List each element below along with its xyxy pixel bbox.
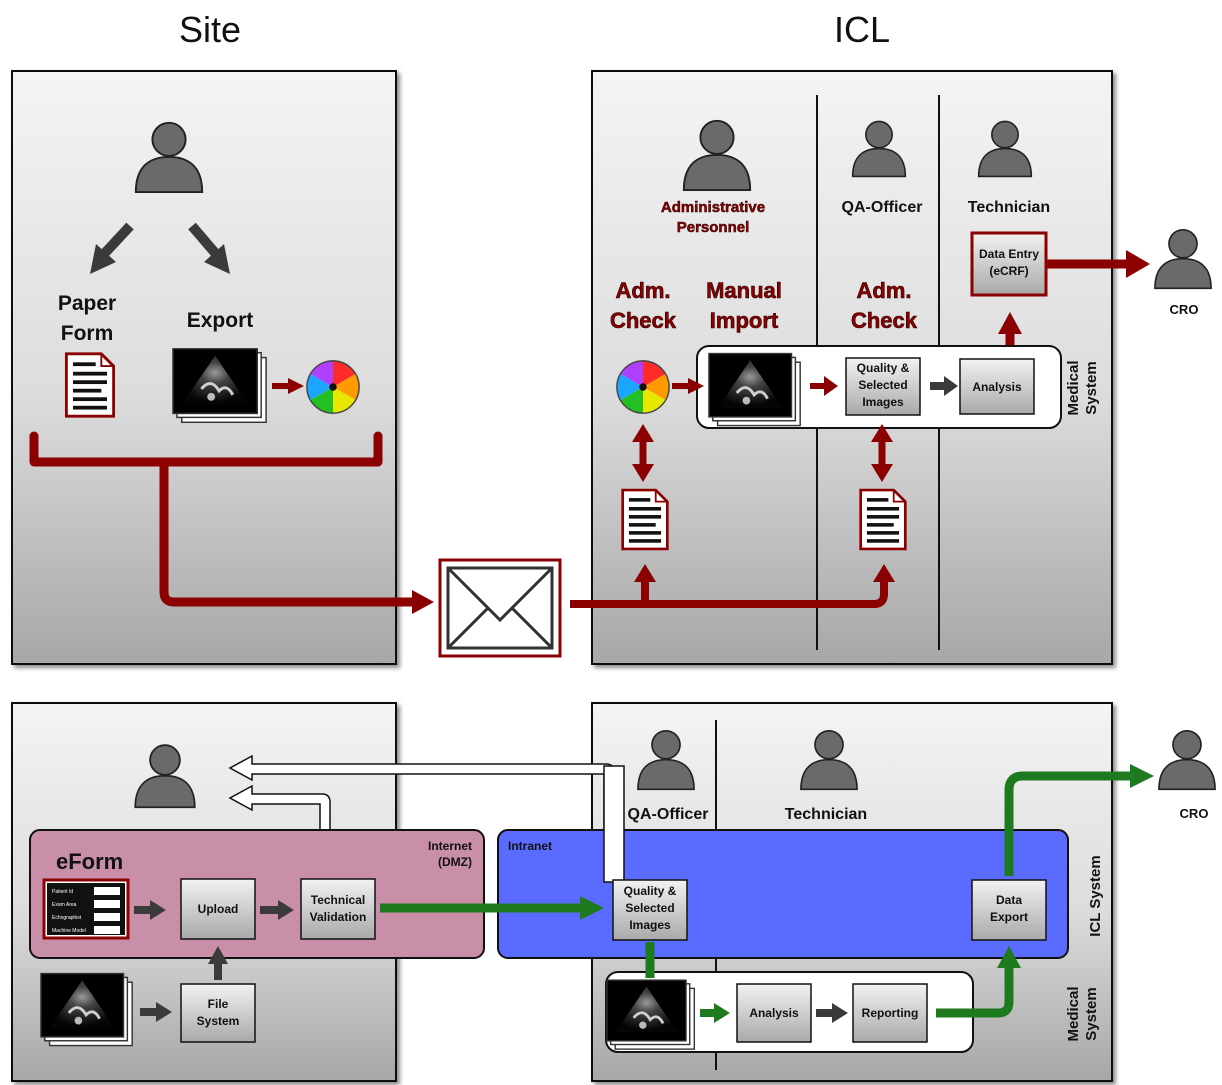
double-arrow-2 [871,424,893,482]
medical-system-label-top-2: System [1083,361,1100,414]
eform-thumbnail: Patient Id Exam Area Echographist Machin… [42,878,130,940]
exported-images-icon [172,347,268,424]
quality-images-top-3: Images [862,395,904,409]
validation-to-quality-arrow [380,896,604,920]
file-system-label-2: System [197,1014,240,1028]
data-export-to-cro-arrow [1004,771,1134,876]
icl-system-label: ICL System [1087,855,1104,936]
medical-system-label-bottom-1: Medical [1065,986,1082,1041]
internet-label-1: Internet [428,839,472,853]
reporting-to-export-arrow [936,966,1014,1018]
split-arrows [90,222,230,274]
to-cro-arrowhead [1130,764,1154,788]
quality-images-box-top [845,357,921,416]
received-disc-icon [616,360,670,414]
medical-system-label-bottom-2: System [1083,987,1100,1040]
export-to-disc-arrow [272,378,304,394]
technical-validation-label-1: Technical [311,893,365,907]
cro-label-bottom: CRO [1180,806,1209,821]
adm-check-2-label-2: Check [851,308,918,333]
site-header: Site [179,9,241,50]
cro-person-icon-bottom [1158,729,1216,791]
analysis-label-bottom: Analysis [749,1006,799,1020]
field-patient-id: Patient Id [52,889,73,895]
admin-personnel-label-1: Administrative [661,199,765,216]
paper-form-label-2: Form [61,322,114,345]
upload-label: Upload [198,902,239,916]
quality-images-bottom-2: Selected [625,901,674,915]
analysis-box-bottom [736,983,812,1043]
analysis-box-top [959,358,1035,415]
file-system-label-1: File [208,997,229,1011]
field-echographist: Echographist [52,915,82,921]
file-system-box [180,983,256,1043]
data-entry-label-1: Data Entry [979,247,1039,261]
technical-validation-box [300,878,376,940]
data-export-box [971,879,1047,941]
file-system-to-upload-arrow [208,946,228,980]
selected-images-icon [606,978,696,1051]
analysis-to-reporting-arrow [816,1003,848,1023]
bottom-technician-label: Technician [785,806,867,823]
data-entry-label-2: (eCRF) [989,264,1028,278]
analysis-label-top: Analysis [972,380,1022,394]
import-to-quality-arrow [810,376,838,396]
site-to-mail-route [29,431,421,607]
disc-to-import-arrow [672,378,704,394]
data-entry-box [970,231,1048,297]
bottom-qa-officer-label: QA-Officer [628,806,709,823]
images-to-file-system-arrow [140,1002,172,1022]
data-export-label-1: Data [996,893,1022,907]
quality-to-analysis-arrow-top [930,376,958,396]
cd-disc-icon [306,360,360,414]
paper-form-label-1: Paper [58,292,116,315]
adm-check-1-label-2: Check [610,308,677,333]
to-export-arrowhead [997,946,1021,968]
form-to-upload-arrow [134,900,166,920]
adm-check-2-label-1: Adm. [857,278,912,303]
qa-document-icon [859,488,907,551]
qa-officer-label: QA-Officer [842,199,923,216]
double-arrow-1 [632,424,654,482]
export-label: Export [187,309,254,332]
mail-to-documents-route [570,580,888,608]
quality-images-box-bottom [612,879,688,941]
technical-validation-label-2: Validation [310,910,367,924]
manual-import-label-2: Import [710,308,779,333]
mail-envelope-icon [438,558,562,658]
to-qa-doc-arrowhead [873,564,895,582]
field-exam-area: Exam Area [52,902,77,908]
quality-images-bottom-1: Quality & [624,884,677,898]
feedback-arrow-shaft [603,765,625,883]
technician-label: Technician [968,199,1050,216]
icl-header: ICL [834,9,890,50]
data-export-label-2: Export [990,910,1028,924]
to-mail-arrowhead [412,590,434,614]
internet-label-2: (DMZ) [438,855,472,869]
medical-system-label-top-1: Medical [1065,360,1082,415]
adm-check-1-label-1: Adm. [616,278,671,303]
quality-images-top-2: Selected [858,378,907,392]
cro-label-top: CRO [1170,302,1199,317]
admin-personnel-label-2: Personnel [677,219,750,236]
imported-images-icon [708,352,802,428]
quality-images-top-1: Quality & [857,361,910,375]
data-entry-to-cro-arrow [1046,250,1150,278]
reporting-label: Reporting [862,1006,919,1020]
images-to-analysis-arrow [700,1003,730,1023]
manual-import-label-1: Manual [706,278,782,303]
intranet-label: Intranet [508,839,552,853]
local-images-icon [40,972,134,1048]
reporting-box [852,983,928,1043]
eform-label: eForm [56,849,123,874]
to-admin-doc-arrowhead [634,564,656,582]
upload-to-validation-arrow [260,900,294,920]
admin-document-icon [621,488,669,551]
upload-box [180,878,256,940]
quality-images-bottom-3: Images [629,918,671,932]
field-machine-model: Machine Model [52,928,86,934]
cro-person-icon-top [1154,228,1212,290]
paper-form-document-icon [64,352,116,418]
